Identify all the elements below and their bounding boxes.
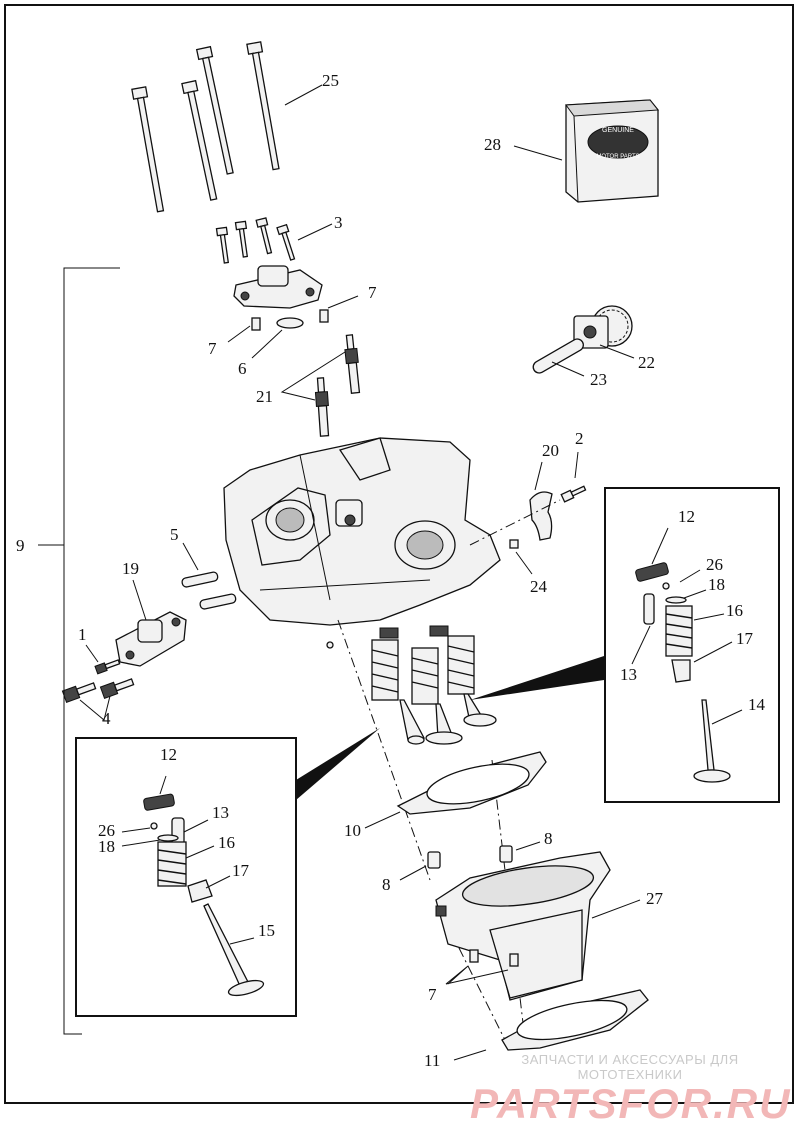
callout-21: 21 xyxy=(256,387,273,406)
callout-26a: 26 xyxy=(706,555,723,574)
watermark-logo: PARTSFOR.RU xyxy=(470,1080,792,1127)
watermark-tagline: ЗАПЧАСТИ И АКСЕССУАРЫ ДЛЯ МОТОТЕХНИКИ xyxy=(521,1052,739,1082)
callout-19: 19 xyxy=(122,559,139,578)
bolts-1-4 xyxy=(61,644,135,721)
callout-14: 14 xyxy=(748,695,766,714)
assembly-centerline-lower xyxy=(449,929,506,1041)
head-gasket xyxy=(364,751,547,829)
callout-7a: 7 xyxy=(368,283,377,302)
callout-16a: 16 xyxy=(726,601,743,620)
callout-9: 9 xyxy=(16,536,25,555)
callout-6: 6 xyxy=(238,359,247,378)
watermark: ЗАПЧАСТИ И АКСЕССУАРЫ ДЛЯ МОТОТЕХНИКИ PA… xyxy=(470,1052,790,1126)
callout-10: 10 xyxy=(344,821,361,840)
inset-exhaust-valve xyxy=(470,487,780,803)
spark-plugs xyxy=(280,334,361,437)
callout-15: 15 xyxy=(258,921,275,940)
package-brand-top: GENUINE xyxy=(602,127,634,134)
rocker-arm-support xyxy=(115,579,187,667)
diagram-frame xyxy=(4,4,794,1104)
callout-2: 2 xyxy=(575,429,584,448)
callout-28: 28 xyxy=(484,135,501,154)
callout-24: 24 xyxy=(530,577,548,596)
callout-18a: 18 xyxy=(708,575,725,594)
callout-8b: 8 xyxy=(544,829,553,848)
callout-22: 22 xyxy=(638,353,655,372)
oil-pump-assembly xyxy=(532,305,635,377)
rocker-support-bolts xyxy=(215,217,333,264)
reference-numbers: 25 28 3 7 7 6 21 22 23 20 2 24 9 5 19 1 … xyxy=(16,71,766,1070)
callout-17b: 17 xyxy=(232,861,250,880)
callout-12a: 12 xyxy=(678,507,695,526)
cylinder xyxy=(435,851,641,1001)
head-bolts xyxy=(131,41,323,213)
callout-4: 4 xyxy=(102,709,111,728)
callout-18b: 18 xyxy=(98,837,115,856)
callout-23: 23 xyxy=(590,370,607,389)
base-gasket xyxy=(453,989,649,1061)
callout-1: 1 xyxy=(78,625,87,644)
breather-parts xyxy=(469,451,587,575)
assembly-bracket-9 xyxy=(63,267,120,1035)
inset-intake-valve xyxy=(75,728,380,1017)
cylinder-head xyxy=(223,437,501,649)
callout-25: 25 xyxy=(322,71,339,90)
package-brand-bottom: MOTOR PARTS xyxy=(596,154,639,160)
rocker-support-plate xyxy=(227,265,359,359)
callout-27: 27 xyxy=(646,889,664,908)
dowel-pins-5 xyxy=(181,542,237,610)
callout-7b: 7 xyxy=(208,339,217,358)
callout-20: 20 xyxy=(542,441,559,460)
callout-12b: 12 xyxy=(160,745,177,764)
callout-26b: 26 xyxy=(98,821,115,840)
callout-17a: 17 xyxy=(736,629,754,648)
callout-11: 11 xyxy=(424,1051,440,1070)
valve-train-assembly xyxy=(371,625,497,745)
callout-7c: 7 xyxy=(428,985,437,1004)
genuine-parts-package: GENUINE MOTOR PARTS xyxy=(513,99,659,203)
callout-3: 3 xyxy=(334,213,343,232)
assembly-centerline-left xyxy=(337,619,431,881)
callout-13a: 13 xyxy=(620,665,637,684)
callout-16b: 16 xyxy=(218,833,235,852)
dowel-pins-8 xyxy=(399,841,541,881)
callout-5: 5 xyxy=(170,525,179,544)
callout-13b: 13 xyxy=(212,803,229,822)
callout-8a: 8 xyxy=(382,875,391,894)
